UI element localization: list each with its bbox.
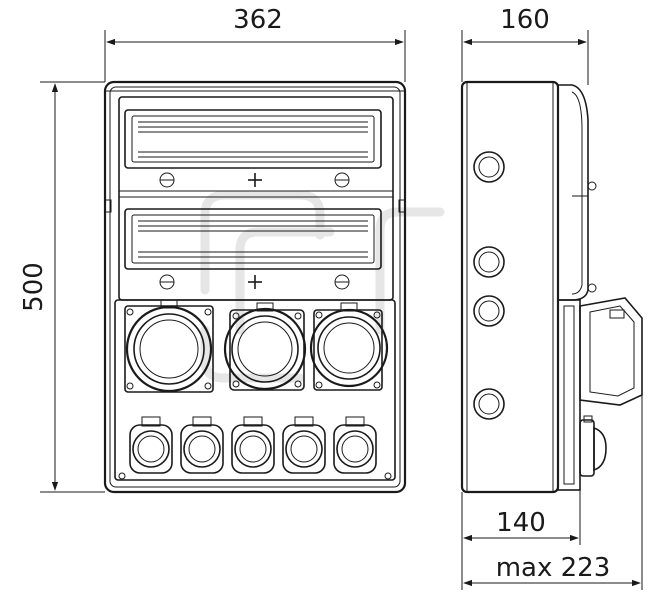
enclosure-inner-edge bbox=[109, 86, 401, 488]
side-large-socket bbox=[579, 297, 643, 406]
small-socket-5 bbox=[333, 416, 377, 474]
cable-gland-3 bbox=[473, 295, 505, 327]
din-window-1 bbox=[124, 109, 382, 169]
cable-gland-1 bbox=[473, 151, 505, 183]
din-window-2 bbox=[124, 208, 382, 270]
lid-divider bbox=[118, 190, 394, 198]
side-view bbox=[460, 80, 643, 494]
side-body bbox=[460, 80, 560, 494]
side-lid bbox=[558, 84, 589, 301]
dim-width: 362 bbox=[104, 5, 406, 82]
cover-screws-row-1 bbox=[159, 172, 350, 188]
cable-gland-4 bbox=[473, 388, 505, 420]
front-view bbox=[103, 80, 407, 494]
small-socket-1 bbox=[129, 416, 173, 474]
side-socket-panel bbox=[557, 299, 581, 491]
socket-panel bbox=[114, 299, 396, 481]
dim-depth: 160 bbox=[461, 5, 589, 85]
large-socket-2 bbox=[223, 302, 307, 391]
large-socket-1 bbox=[124, 299, 214, 393]
dim-depth-label: 160 bbox=[500, 5, 550, 35]
dim-depth-body: 140 bbox=[461, 480, 581, 590]
dim-max-depth: max 223 bbox=[463, 395, 643, 590]
small-socket-4 bbox=[282, 416, 326, 474]
dim-body-depth-label: 140 bbox=[496, 508, 546, 538]
cover-screws-row-2 bbox=[159, 274, 350, 290]
dim-max-depth-label: max 223 bbox=[496, 553, 611, 583]
side-small-socket bbox=[579, 415, 607, 477]
dim-width-label: 362 bbox=[233, 5, 283, 35]
large-socket-3 bbox=[309, 302, 389, 391]
cable-gland-2 bbox=[473, 246, 505, 278]
enclosure-outline bbox=[103, 80, 407, 494]
watermark-logo bbox=[200, 190, 445, 383]
small-socket-3 bbox=[231, 416, 275, 474]
dim-height: 500 bbox=[19, 81, 105, 493]
small-socket-2 bbox=[180, 416, 224, 474]
dim-height-label: 500 bbox=[19, 262, 49, 312]
